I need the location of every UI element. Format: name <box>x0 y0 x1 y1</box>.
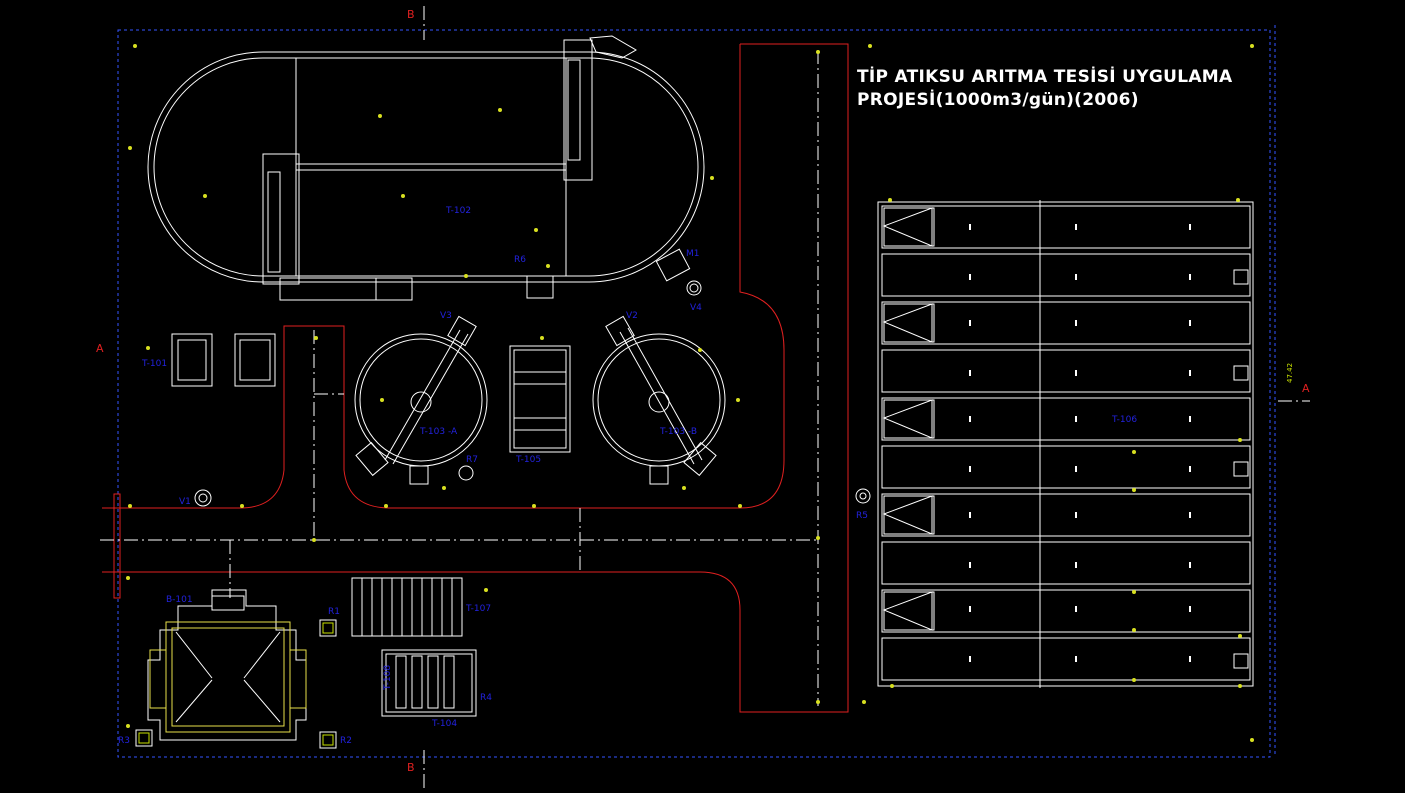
section-b-top-label: B <box>407 8 415 21</box>
label-r7: R7 <box>466 455 478 465</box>
label-r6: R6 <box>514 255 526 265</box>
manhole-r7 <box>458 465 474 481</box>
label-v1: V1 <box>179 497 191 507</box>
building-b101 <box>147 589 307 741</box>
valve-chamber-v1 <box>194 489 212 507</box>
tank-t107 <box>351 577 463 637</box>
label-r1: R1 <box>328 607 340 617</box>
label-t101: T-101 <box>141 359 167 369</box>
label-v2: V2 <box>626 311 638 321</box>
drawing-title-line1: TİP ATIKSU ARITMA TESİSİ UYGULAMA <box>857 67 1233 87</box>
label-v3: V3 <box>440 311 452 321</box>
chamber-r2 <box>319 731 337 749</box>
label-r2: R2 <box>340 736 352 746</box>
clarifier-t103a <box>354 315 488 485</box>
label-t106: T-106 <box>1111 415 1137 425</box>
label-t105: T-105 <box>515 455 541 465</box>
valve-chamber-v4 <box>686 280 702 296</box>
screen-units-t101 <box>171 333 276 387</box>
chamber-r3 <box>135 729 153 747</box>
axis-center-lines <box>100 50 820 706</box>
label-r5: R5 <box>856 511 868 521</box>
label-t104: T-104 <box>431 719 457 729</box>
chamber-r1 <box>319 619 337 637</box>
clarifier-t103b <box>592 315 726 485</box>
label-t108: T-108 <box>383 665 393 691</box>
dimension-note: 47.42 <box>1286 363 1294 383</box>
oxidation-ditch-t102 <box>147 35 705 301</box>
label-t103b: T-103 -B <box>659 427 697 437</box>
label-t103a: T-103 -A <box>419 427 458 437</box>
section-b-bottom-label: B <box>407 761 415 774</box>
tank-t108-t104 <box>381 649 477 717</box>
manhole-r5 <box>855 488 871 504</box>
label-b101: B-101 <box>166 595 193 605</box>
tank-t105 <box>509 345 571 453</box>
label-v4: V4 <box>690 303 702 313</box>
label-m1: M1 <box>686 249 700 259</box>
label-t107: T-107 <box>465 604 491 614</box>
label-t102: T-102 <box>445 206 471 216</box>
site-roads <box>102 43 849 713</box>
section-a-left-label: A <box>96 342 104 355</box>
drawing-title: TİP ATIKSU ARITMA TESİSİ UYGULAMA PROJES… <box>857 66 1232 112</box>
drying-beds-t106 <box>877 200 1254 688</box>
label-r4: R4 <box>480 693 492 703</box>
label-r3: R3 <box>118 736 130 746</box>
section-a-right-label: A <box>1302 382 1310 395</box>
level-markers <box>126 44 1254 742</box>
site-boundary <box>117 29 1271 758</box>
drawing-title-line2: PROJESİ(1000m3/gün)(2006) <box>857 90 1139 110</box>
flow-arrows <box>969 224 1191 662</box>
